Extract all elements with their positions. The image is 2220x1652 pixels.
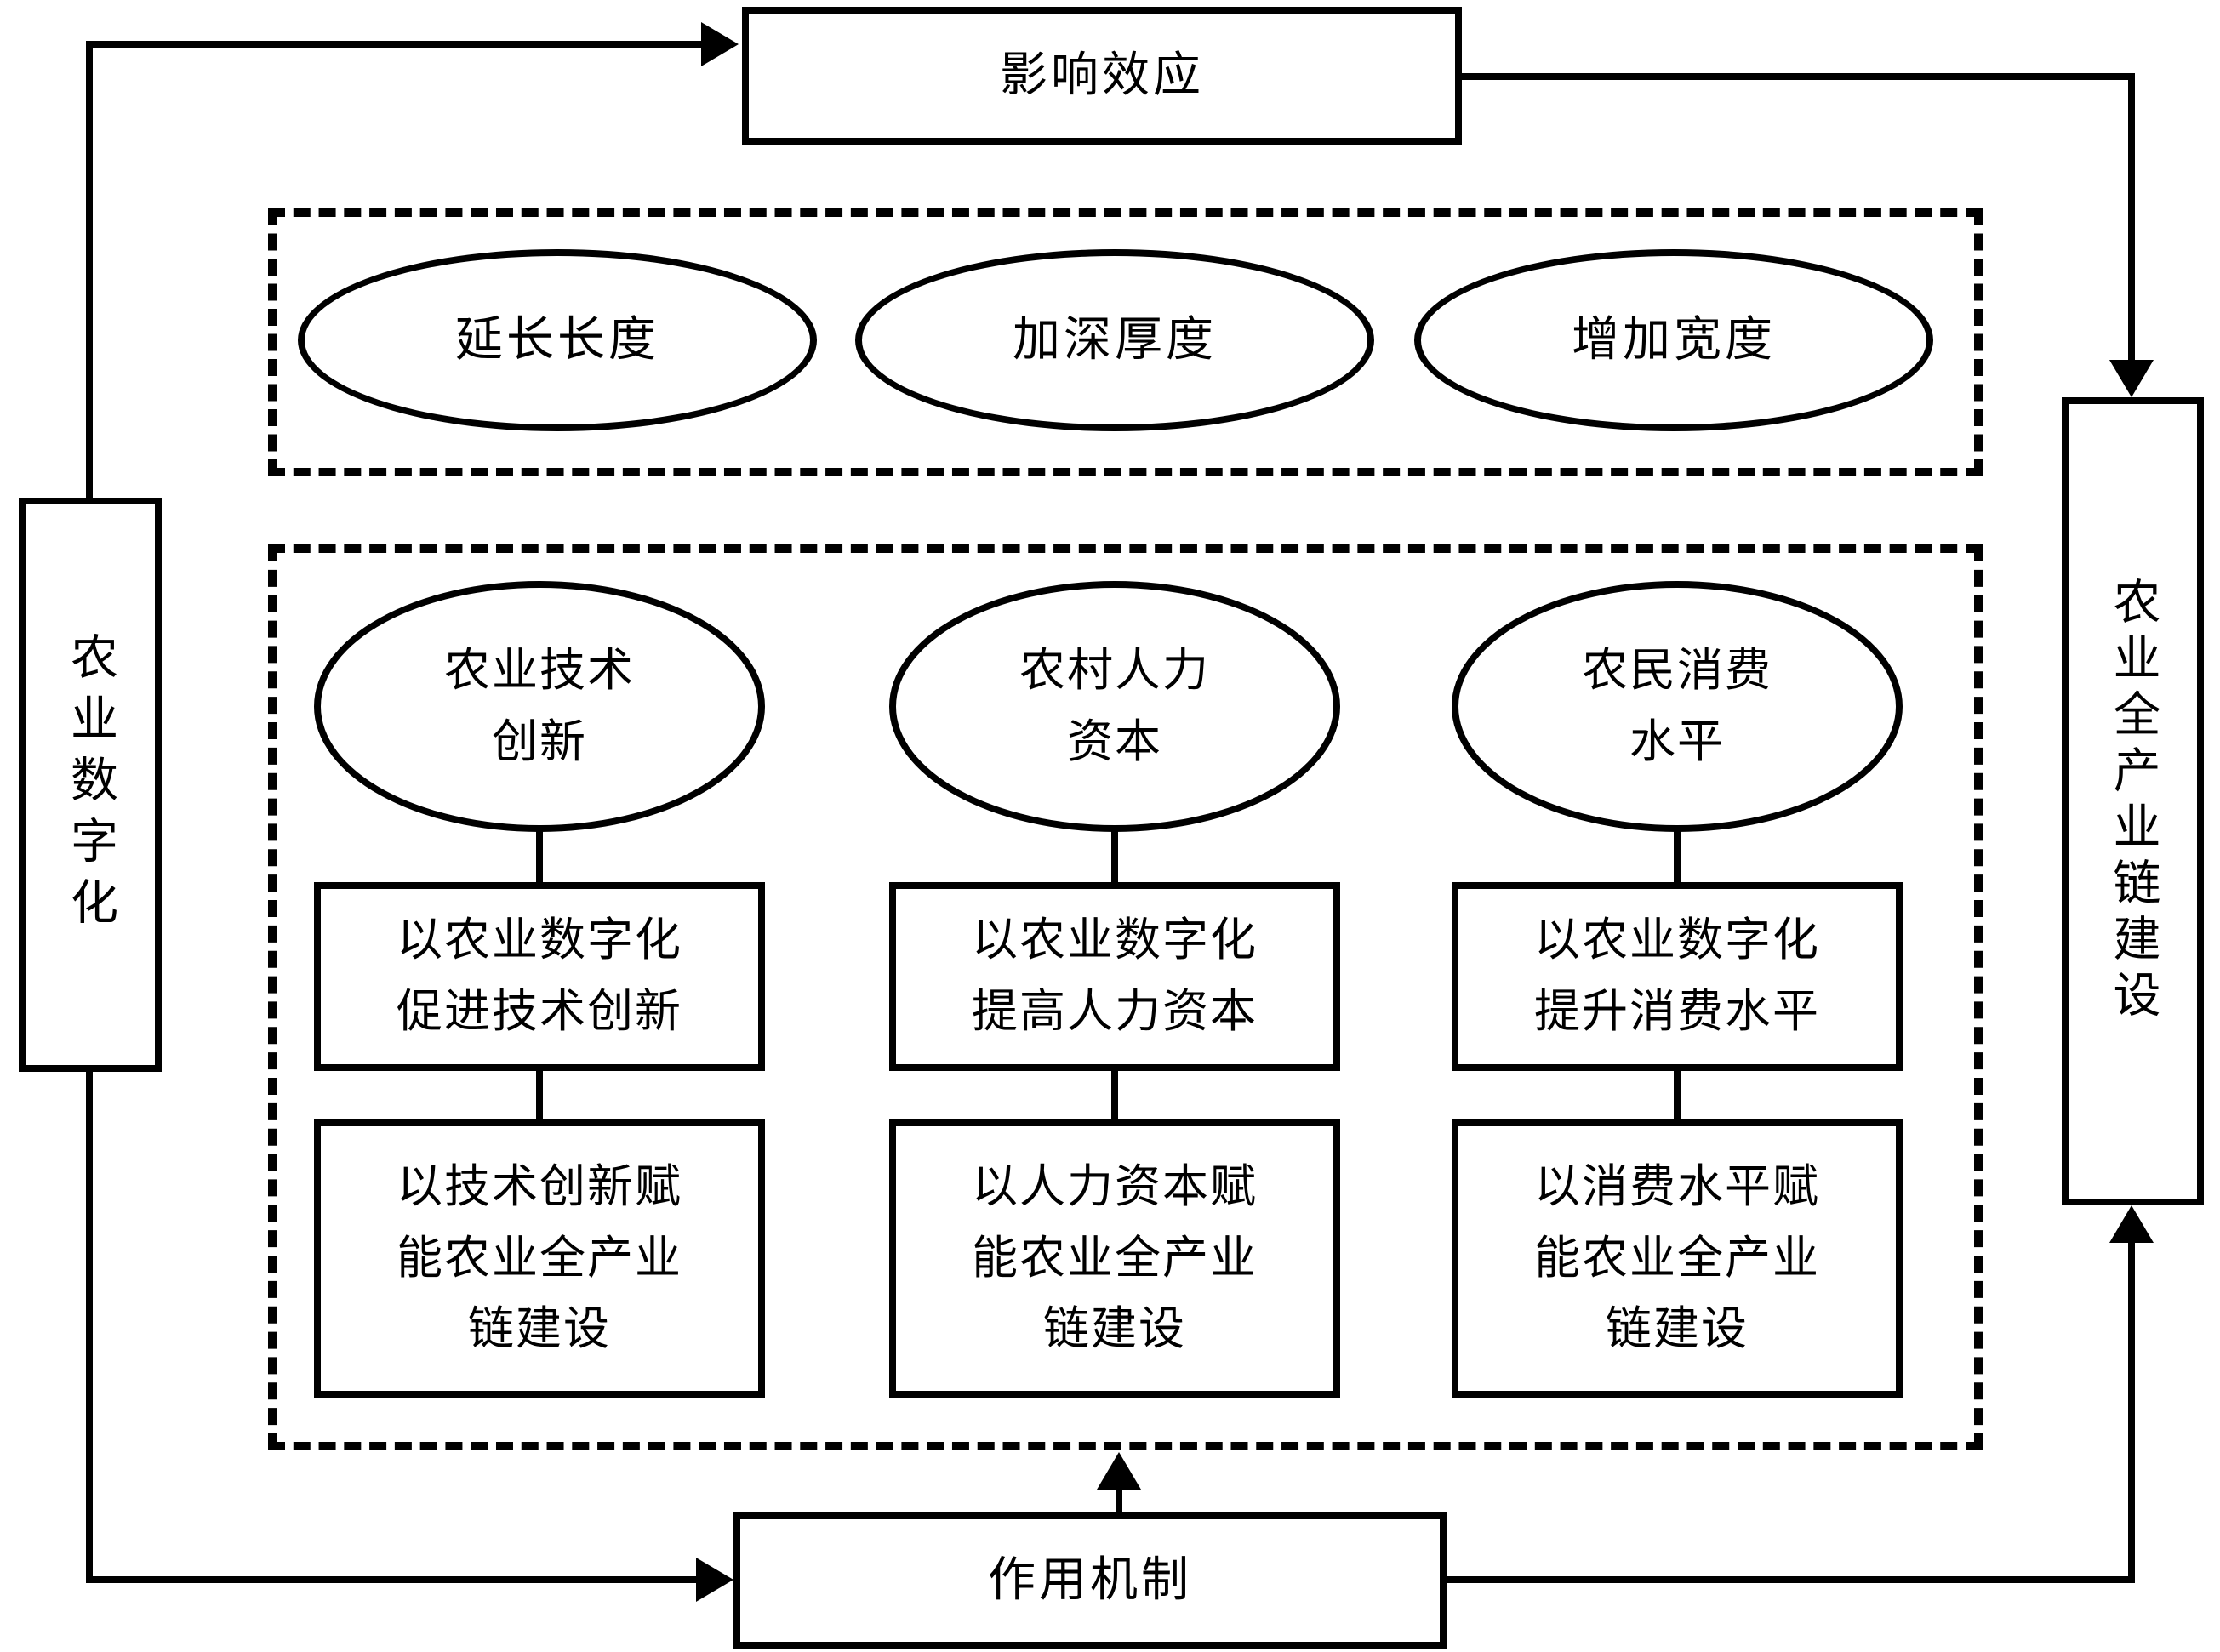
mechanism-step1-box-tech: 以农业数字化 促进技术创新	[314, 882, 765, 1071]
mechanism-ellipse-human-capital: 农村人力 资本	[889, 581, 1340, 832]
mechanism-step1-human-label: 以农业数字化 提高人力资本	[972, 914, 1258, 1037]
mechanism-box: 作用机制	[733, 1512, 1447, 1649]
connector-line	[1674, 1068, 1681, 1124]
connector-line	[536, 1068, 543, 1124]
mechanism-step2-box-consumption: 以消费水平赋 能农业全产业 链建设	[1452, 1119, 1903, 1398]
effect-length-label: 延长长度	[455, 313, 659, 367]
connector-line	[536, 827, 543, 886]
effects-dashed-group	[268, 208, 1983, 476]
connector-line	[86, 1068, 93, 1583]
connector-line	[1443, 1576, 2135, 1583]
effect-ellipse-width: 增加宽度	[1414, 249, 1933, 431]
impact-effect-label: 影响效应	[1000, 48, 1204, 102]
effect-ellipse-length: 延长长度	[298, 249, 817, 431]
mechanism-step2-box-tech: 以技术创新赋 能农业全产业 链建设	[314, 1119, 765, 1398]
mechanisms-dashed-group	[268, 544, 1983, 1450]
agricultural-digitalization-label: 农业数字化	[63, 631, 117, 938]
mechanism-step2-box-human: 以人力资本赋 能农业全产业 链建设	[889, 1119, 1340, 1398]
effect-depth-label: 加深厚度	[1013, 313, 1217, 367]
connector-line	[1116, 1487, 1122, 1514]
mechanism-label: 作用机制	[988, 1553, 1192, 1607]
mechanism-ellipse-human-capital-label: 农村人力 资本	[1019, 644, 1210, 767]
arrowhead-into-mechanism-box	[696, 1558, 733, 1602]
industry-chain-box: 农业全产业链建设	[2062, 397, 2204, 1205]
connector-line	[1458, 73, 2135, 80]
mechanism-ellipse-consumption: 农民消费 水平	[1452, 581, 1903, 832]
connector-line	[2128, 73, 2135, 367]
connector-line	[1111, 1068, 1118, 1124]
effect-width-label: 增加宽度	[1572, 313, 1776, 367]
mechanism-ellipse-consumption-label: 农民消费 水平	[1582, 644, 1772, 767]
industry-chain-label: 农业全产业链建设	[2106, 577, 2159, 1026]
agricultural-digitalization-box: 农业数字化	[19, 498, 162, 1072]
connector-line	[2128, 1238, 2135, 1583]
arrowhead-into-chain-box-bottom	[2109, 1205, 2154, 1243]
impact-effect-box: 影响效应	[742, 7, 1462, 145]
connector-line	[1111, 827, 1118, 886]
mechanism-step2-tech-label: 以技术创新赋 能农业全产业 链建设	[397, 1160, 682, 1355]
effect-ellipse-depth: 加深厚度	[855, 249, 1374, 431]
connector-line	[1674, 827, 1681, 886]
mechanism-step2-human-label: 以人力资本赋 能农业全产业 链建设	[972, 1160, 1258, 1355]
mechanism-step1-box-human: 以农业数字化 提高人力资本	[889, 882, 1340, 1071]
mechanism-step1-tech-label: 以农业数字化 促进技术创新	[397, 914, 682, 1037]
mechanism-ellipse-tech-innovation-label: 农业技术 创新	[444, 644, 635, 767]
mechanism-step2-consumption-label: 以消费水平赋 能农业全产业 链建设	[1534, 1160, 1820, 1355]
connector-line	[86, 1576, 703, 1583]
arrowhead-into-impact-box	[701, 22, 739, 66]
mechanism-step1-box-consumption: 以农业数字化 提升消费水平	[1452, 882, 1903, 1071]
arrowhead-into-chain-box-top	[2109, 360, 2154, 397]
connector-line	[86, 41, 93, 500]
arrowhead-into-mechanisms-group	[1097, 1452, 1141, 1490]
mechanism-ellipse-tech-innovation: 农业技术 创新	[314, 581, 765, 832]
connector-line	[86, 41, 709, 48]
mechanism-step1-consumption-label: 以农业数字化 提升消费水平	[1534, 914, 1820, 1037]
